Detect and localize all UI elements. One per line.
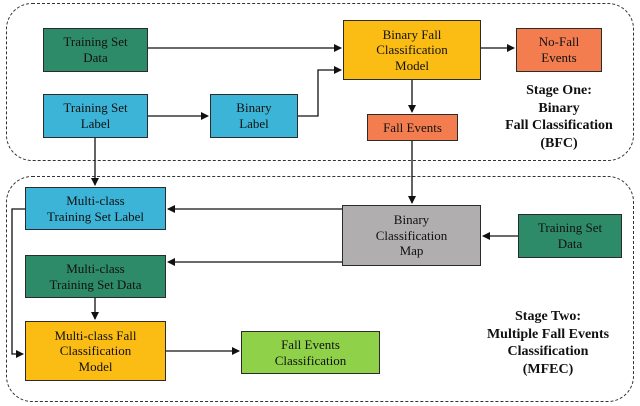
multi-class-training-set-data-box: Multi-class Training Set Data (25, 255, 166, 298)
stage-two-region (6, 176, 634, 402)
binary-label-box: Binary Label (210, 94, 298, 138)
stage-two-caption: Stage Two: Multiple Fall Events Classifi… (486, 309, 610, 377)
binary-fall-classification-model-box: Binary Fall Classification Model (343, 20, 481, 80)
no-fall-events-box: No-Fall Events (516, 28, 602, 72)
binary-classification-map-box: Binary Classification Map (342, 205, 481, 266)
stage-two-training-set-data-box: Training Set Data (518, 214, 622, 258)
fall-events-box: Fall Events (367, 114, 458, 141)
arrow-multi-label-to-model (11, 208, 25, 358)
multi-class-training-set-label-box: Multi-class Training Set Label (25, 187, 166, 230)
stage-one-region (6, 3, 634, 161)
fall-events-classification-box: Fall Events Classification (241, 331, 380, 374)
stage-one-caption: Stage One: Binary Fall Classification (B… (505, 83, 613, 151)
training-set-data-box: Training Set Data (43, 28, 148, 72)
multi-class-fall-classification-model-box: Multi-class Fall Classification Model (25, 321, 166, 381)
training-set-label-box: Training Set Label (43, 94, 148, 138)
arrow-binary-label-to-model (298, 66, 342, 117)
